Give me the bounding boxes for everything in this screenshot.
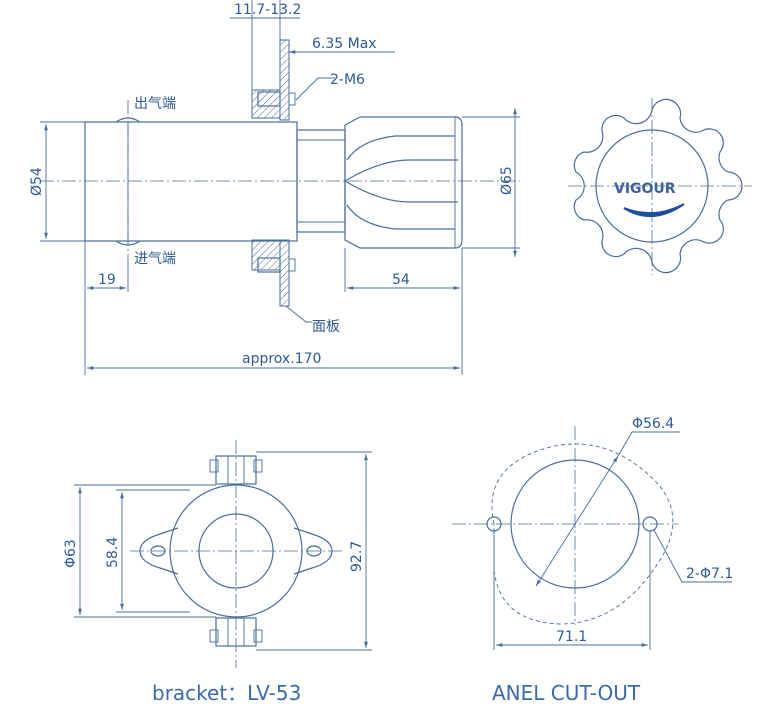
knob-outline xyxy=(573,98,743,274)
panel-lower xyxy=(279,239,290,307)
dim-bracket-height: 92.7 xyxy=(349,541,365,572)
dim-body-diameter: Ø54 xyxy=(29,167,45,196)
label-thread: 2-M6 xyxy=(330,72,365,88)
dim-hole-spacing: 71.1 xyxy=(556,629,587,645)
dim-panel-max: 6.35 Max xyxy=(312,36,377,52)
label-holes: 2-Φ7.1 xyxy=(686,566,733,582)
bracket-upper xyxy=(251,89,281,119)
label-inlet: 进气端 xyxy=(134,251,176,267)
logo-swoosh xyxy=(623,203,685,218)
knob-side xyxy=(344,116,463,249)
dim-19: 19 xyxy=(98,272,116,288)
screw-lower xyxy=(257,257,281,273)
regulator-body xyxy=(84,121,298,242)
label-outlet: 出气端 xyxy=(134,96,176,112)
cutout-outline xyxy=(491,443,674,625)
dim-54: 54 xyxy=(392,272,410,288)
cutout-caption: ANEL CUT-OUT xyxy=(492,681,641,705)
dim-bracket-diameter: Φ63 xyxy=(63,539,79,568)
dim-bracket-inner: 58.4 xyxy=(105,537,121,568)
dim-cutout-diameter: Φ56.4 xyxy=(632,416,674,432)
brand-logo: VIGOUR xyxy=(614,181,676,197)
bracket-ear-left xyxy=(139,527,179,575)
dim-knob-diameter: Ø65 xyxy=(499,166,515,195)
bracket-caption: bracket：LV-53 xyxy=(152,681,301,705)
side-view: 11.7-13.2 6.35 Max 2-M6 Ø54 Ø65 出气端 进气端 … xyxy=(29,0,520,375)
screw-upper xyxy=(257,91,281,107)
bracket-lower xyxy=(251,239,281,271)
dim-overall-length: approx.170 xyxy=(242,351,321,367)
label-panel: 面板 xyxy=(312,319,340,335)
bracket-screw-top xyxy=(215,455,257,485)
knob-face xyxy=(595,129,709,243)
knob-front-view: VIGOUR xyxy=(568,98,752,275)
bracket-ring xyxy=(169,484,303,618)
bracket-ear-right xyxy=(293,527,333,575)
bracket-bore xyxy=(198,513,274,589)
panel-upper xyxy=(279,39,290,121)
bracket-view: Φ63 58.4 92.7 bracket：LV-53 xyxy=(63,440,372,705)
cutout-view: Φ56.4 2-Φ7.1 71.1 ANEL CUT-OUT xyxy=(452,416,733,705)
dim-bracket-thickness: 11.7-13.2 xyxy=(234,2,301,18)
bracket-screw-bottom xyxy=(215,617,257,647)
